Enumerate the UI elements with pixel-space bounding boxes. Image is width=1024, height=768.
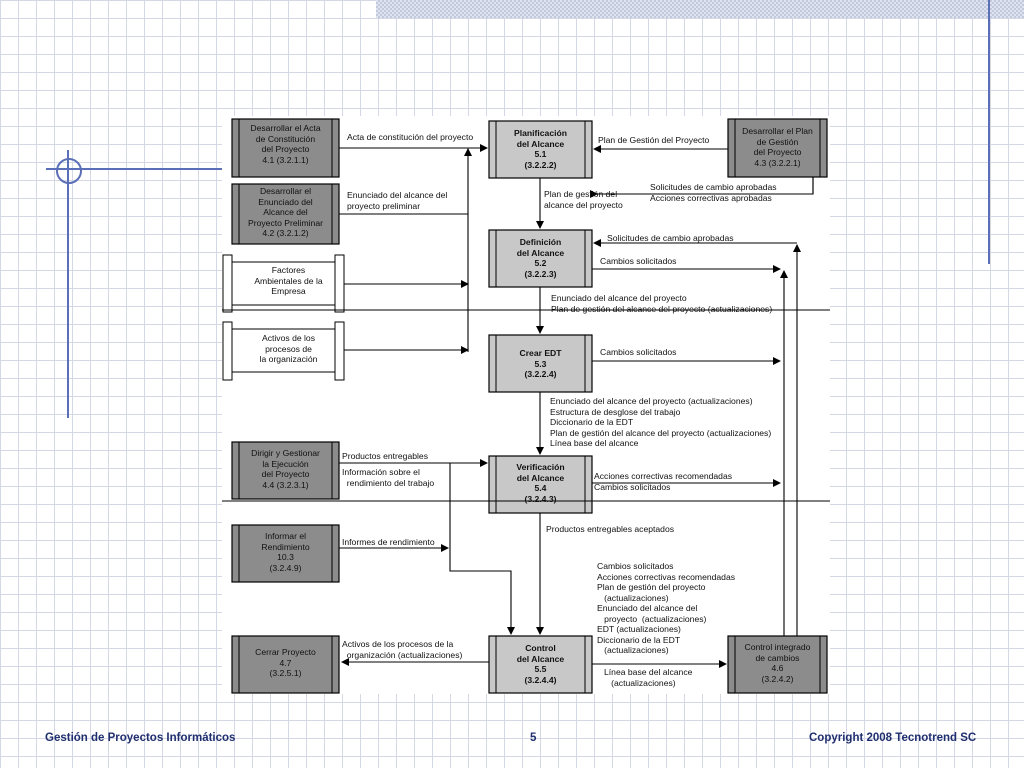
informar-label: Informar el Rendimiento 10.3 (3.2.4.9) [261,531,310,573]
productos-aceptados-label: Productos entregables aceptados [546,524,675,534]
box-dev-acta [231,118,340,178]
left-decorative-vline [67,150,69,418]
enunciado-plan-label: Enunciado del alcance del proyecto Plan … [551,293,773,314]
verificacion-label: Verificación del Alcance 5.4 (3.2.4.3) [516,462,565,504]
top-decorative-band [376,0,1024,18]
productos-label: Productos entregables [342,451,428,461]
activos-act-label: Activos de los procesos de la organizaci… [342,639,463,660]
factores-left-bar [222,254,233,313]
dev-enunciado-label: Desarrollar el Enunciado del Alcance del… [248,186,323,238]
footer-page-number: 5 [530,732,537,744]
acta-arrow-label: Acta de constitución del proyecto [347,132,474,142]
linea-base-label: Línea base del alcance (actualizaciones) [604,667,693,688]
control-outputs-label: Cambios solicitados Acciones correctivas… [597,561,736,655]
crear-edt-label: Crear EDT 5.3 (3.2.2.4) [519,348,562,379]
activos-right-bar [334,321,345,381]
box-dev-enunciado [231,183,340,245]
solicitudes-acciones-label: Solicitudes de cambio aprobadas Acciones… [650,182,777,203]
plan-gestion-alcance-label: Plan de gestión del alcance del proyecto [544,189,623,210]
cambios-label-2: Cambios solicitados [600,347,677,357]
dirigir-label: Dirigir y Gestionar la Ejecución del Pro… [251,448,320,490]
info-rendimiento-label: Información sobre el rendimiento del tra… [342,467,435,488]
dev-plan-label: Desarrollar el Plan de Gestión del Proye… [742,126,813,168]
box-verificacion [488,455,593,514]
box-crear-edt [488,334,593,393]
planificacion-label: Planificación del Alcance 5.1 (3.2.2.2) [513,128,567,170]
acciones-cambios-label: Acciones correctivas recomendadas Cambio… [594,471,733,492]
factores-label: Factores Ambientales de la Empresa [254,265,323,296]
cambios-label-1: Cambios solicitados [600,256,677,266]
dev-acta-label: Desarrollar el Acta de Constitución del … [250,123,321,165]
diagram-graphics [222,118,830,694]
cerrar-label: Cerrar Proyecto 4.7 (3.2.5.1) [255,647,316,678]
control-integrado-label: Control integrado de cambios 4.6 (3.2.4.… [744,642,811,684]
box-cerrar [231,635,340,694]
box-planificacion [488,120,593,179]
right-decorative-vline [988,0,990,264]
left-decorative-hline [46,168,222,170]
box-control-integrado [727,635,828,694]
box-control [488,635,593,694]
activos-left-bar [222,321,233,381]
box-dirigir [231,441,340,500]
footer-course-title: Gestión de Proyectos Informáticos [45,732,236,744]
edt-outputs-label: Enunciado del alcance del proyecto (actu… [550,396,772,448]
enunciado-prelim-label: Enunciado del alcance del proyecto preli… [347,190,448,211]
definicion-label: Definición del Alcance 5.2 (3.2.2.3) [516,237,565,279]
activos-label: Activos de los procesos de la organizaci… [259,333,318,364]
box-dev-plan [727,118,828,178]
scope-management-diagram: Desarrollar el Acta de Constitución del … [222,116,830,694]
decorative-circle [56,158,82,184]
footer-copyright: Copyright 2008 Tecnotrend SC [809,732,977,744]
informes-label: Informes de rendimiento [342,537,435,547]
solicitudes-aprobadas-label: Solicitudes de cambio aprobadas [607,233,734,243]
control-label: Control del Alcance 5.5 (3.2.4.4) [516,643,565,685]
box-informar [231,524,340,583]
plan-gestion-proyecto-label: Plan de Gestión del Proyecto [598,135,710,145]
box-definicion [488,229,593,288]
